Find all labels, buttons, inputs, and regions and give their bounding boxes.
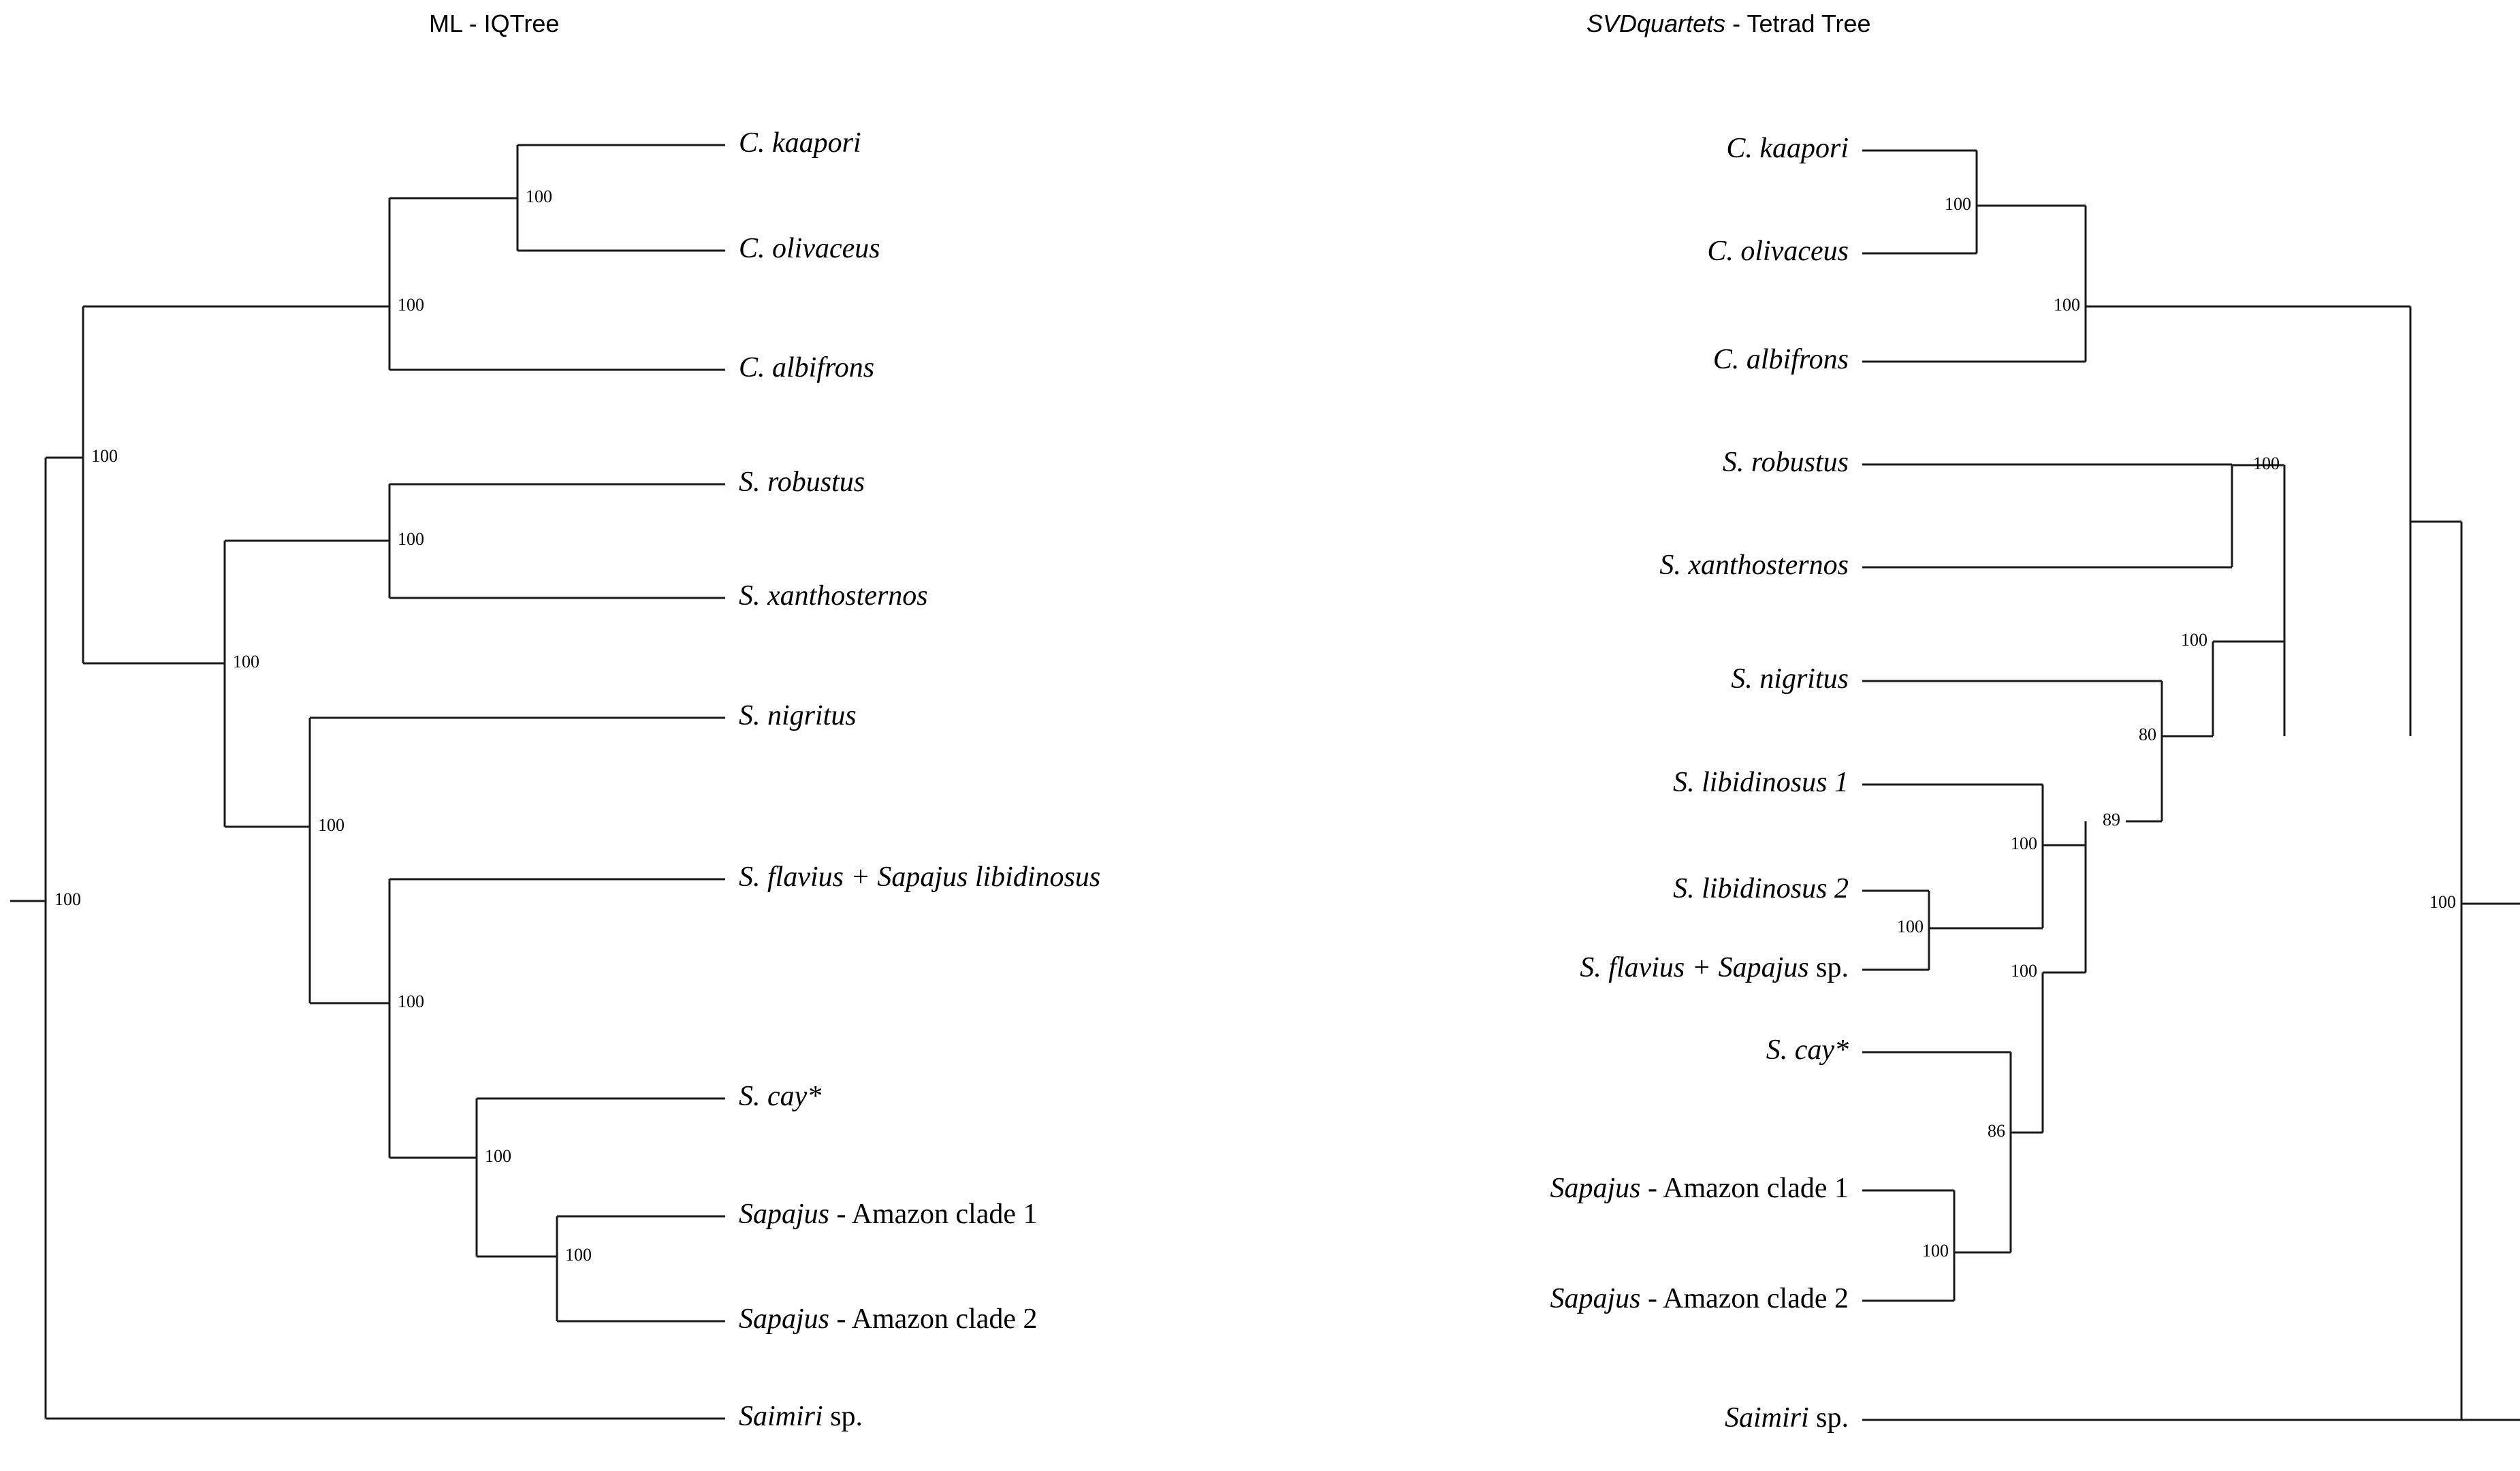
- support-value-rob-xanth: 100: [2253, 454, 2280, 473]
- support-value-root: 100: [2429, 892, 2456, 912]
- support-value-sapajus-lower: 100: [2011, 961, 2037, 981]
- tip-label-s-nigritus: S. nigritus: [739, 700, 857, 731]
- support-value-80: 80: [2139, 725, 2156, 744]
- right-panel-title: SVDquartets - Tetrad Tree: [1586, 10, 1871, 38]
- tip-label-saimiri: Saimiri sp.: [1725, 1402, 1849, 1434]
- support-value-amazon-pair: 100: [565, 1245, 592, 1265]
- tip-label-c-kaapori: C. kaapori: [1726, 133, 1849, 164]
- tip-label-c-albifrons: C. albifrons: [739, 352, 874, 383]
- tip-label-amazon-clade-1: Sapajus - Amazon clade 1: [1550, 1173, 1849, 1204]
- support-value-cebus-pair: 100: [526, 187, 552, 206]
- tip-label-saimiri: Saimiri sp.: [739, 1401, 863, 1432]
- tip-label-amazon-clade-2: Sapajus - Amazon clade 2: [1550, 1283, 1849, 1314]
- support-value-kaapori-olivaceus: 100: [1945, 194, 1971, 214]
- support-value-root: 100: [54, 889, 81, 909]
- right-title-prefix: SVDquartets: [1586, 10, 1726, 37]
- tip-label-c-kaapori: C. kaapori: [739, 127, 861, 159]
- tip-label-s-flavius: S. flavius + Sapajus libidinosus: [739, 861, 1100, 893]
- support-value-crown: 100: [91, 446, 118, 466]
- tip-label-s-cay: S. cay*: [739, 1081, 821, 1112]
- tip-label-s-xanthosternos: S. xanthosternos: [739, 580, 928, 612]
- tip-label-s-libidinosus-2: S. libidinosus 2: [1673, 873, 1849, 904]
- tip-label-s-robustus: S. robustus: [739, 466, 865, 498]
- support-value-cay-clade: 100: [485, 1146, 511, 1166]
- left-panel-title: ML - IQTree: [429, 10, 559, 38]
- tip-label-s-libidinosus-1: S. libidinosus 1: [1673, 767, 1849, 798]
- left-title-prefix: ML: [429, 10, 462, 37]
- tip-label-s-robustus: S. robustus: [1723, 447, 1849, 478]
- support-value-flavius-clade: 100: [398, 992, 424, 1011]
- tip-label-c-olivaceus: C. olivaceus: [739, 233, 880, 264]
- support-value-sapajus-upper: 100: [2181, 630, 2207, 650]
- support-value-86: 86: [1988, 1121, 2005, 1141]
- tip-label-c-olivaceus: C. olivaceus: [1707, 236, 1849, 267]
- left-title-suffix: - IQTree: [462, 10, 560, 37]
- support-value-lib-triple: 100: [2011, 834, 2037, 853]
- support-value-89: 89: [2103, 810, 2120, 829]
- support-value-lib2-flavius: 100: [1897, 917, 1924, 936]
- tip-label-s-cay: S. cay*: [1766, 1034, 1849, 1066]
- tip-label-amazon-clade-1: Sapajus - Amazon clade 1: [739, 1199, 1038, 1230]
- support-value-amazon-pair: 100: [1922, 1241, 1949, 1261]
- support-value-cebus: 100: [2054, 295, 2080, 315]
- support-value-cebus: 100: [398, 295, 424, 315]
- tip-label-s-xanthosternos: S. xanthosternos: [1659, 550, 1849, 581]
- right-title-suffix: - Tetrad Tree: [1725, 10, 1871, 37]
- support-value-rob-xanth: 100: [398, 529, 424, 549]
- support-value-nigritus-clade: 100: [318, 815, 345, 835]
- tip-label-s-nigritus: S. nigritus: [1731, 663, 1849, 695]
- support-value-sapajus: 100: [233, 652, 259, 671]
- tip-label-c-albifrons: C. albifrons: [1713, 344, 1849, 375]
- tip-label-s-flavius-sp: S. flavius + Sapajus sp.: [1580, 952, 1849, 983]
- tip-label-amazon-clade-2: Sapajus - Amazon clade 2: [739, 1303, 1038, 1335]
